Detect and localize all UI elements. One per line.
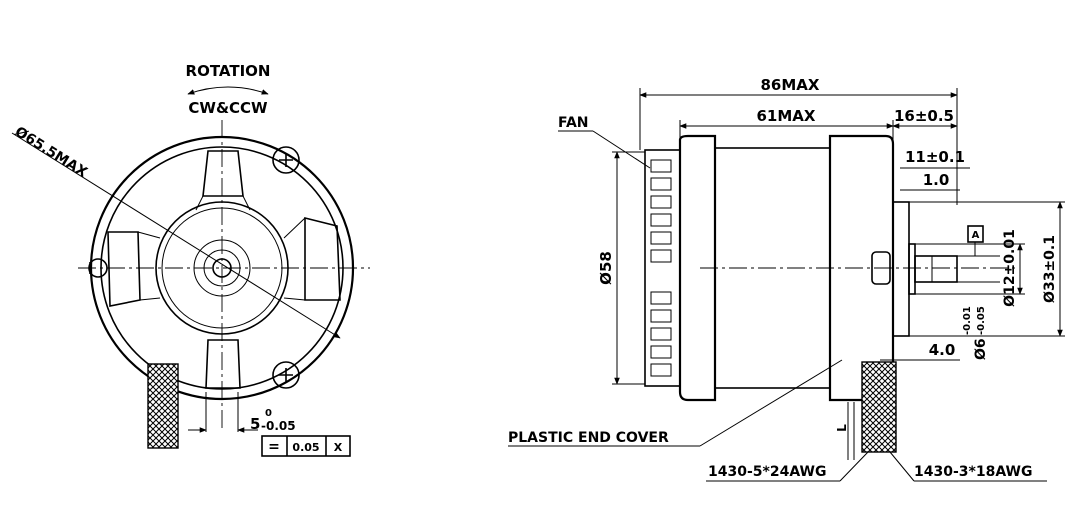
front-view: ROTATION CW&CCW xyxy=(11,62,370,457)
tolerance-symbol: = xyxy=(268,439,280,455)
shaft-tol-lower: -0.05 xyxy=(976,306,987,335)
fan-leader xyxy=(592,130,651,169)
shaft-diameter-label: Ø6 xyxy=(973,338,989,360)
keyway-tol-upper: 0 xyxy=(265,408,272,419)
inner-housing-circle xyxy=(100,146,344,390)
spoke xyxy=(242,195,251,211)
side-tab xyxy=(871,251,891,285)
datum-label: A xyxy=(972,230,980,241)
keyway-tol-lower: -0.05 xyxy=(261,419,296,433)
spoke xyxy=(137,231,161,239)
body-length-label: 61MAX xyxy=(757,107,816,125)
body-diameter-label: Ø58 xyxy=(597,251,615,285)
rotation-label: ROTATION xyxy=(186,62,271,80)
shaft-length-label: 11±0.1 xyxy=(905,148,965,166)
spoke xyxy=(283,217,306,239)
tolerance-value: 0.05 xyxy=(292,441,319,454)
wire-label-2: 1430-3*18AWG xyxy=(914,464,1032,480)
pilot-diameter-label: Ø33±0.1 xyxy=(1042,235,1058,303)
side-wire-bundle xyxy=(861,361,897,453)
hub-ring-inner xyxy=(161,207,283,329)
front-diameter-label: Ø65.5MAX xyxy=(12,124,90,181)
rotation-arrow-icon xyxy=(187,86,269,95)
mounting-tab xyxy=(88,258,108,278)
pilot-flange xyxy=(892,201,910,337)
hub-ring-outer xyxy=(155,201,289,335)
flat-offset-label: 1.0 xyxy=(923,171,950,189)
outer-housing-circle xyxy=(89,135,355,401)
hub-diameter-label: Ø12±0.01 xyxy=(1002,229,1018,307)
screw-icon xyxy=(272,146,300,174)
wire-label-1-leader xyxy=(839,451,869,482)
shaft-boss-outer xyxy=(193,239,251,297)
tolerance-frame: = 0.05 X xyxy=(261,435,351,457)
plastic-end-cover xyxy=(678,134,717,402)
side-view: 86MAX 61MAX 16±0.5 11±0.1 1.0 FAN xyxy=(508,76,1065,482)
end-cover-label: PLASTIC END COVER xyxy=(508,430,669,446)
tolerance-datum: X xyxy=(334,441,343,454)
fan-body xyxy=(644,149,681,387)
shaft-section-label: 16±0.5 xyxy=(894,107,954,125)
spoke xyxy=(195,195,204,211)
keyway-dim-main: 5 xyxy=(250,415,260,433)
wire-label-2-leader xyxy=(889,451,915,482)
window-bottom xyxy=(205,339,241,389)
screw-icon xyxy=(272,361,300,389)
lead-length-label: L xyxy=(835,424,849,432)
fan-fins xyxy=(650,159,672,377)
shaft-tol-upper: -0.01 xyxy=(962,306,973,335)
fan-label: FAN xyxy=(558,115,589,131)
window-right xyxy=(304,216,341,301)
shaft-end xyxy=(212,258,232,278)
window-left xyxy=(107,231,141,307)
wire-label-1: 1430-5*24AWG xyxy=(708,464,826,480)
spoke xyxy=(283,297,306,301)
shaft-boss-inner xyxy=(203,249,241,287)
overall-length-label: 86MAX xyxy=(761,76,820,94)
hub xyxy=(908,243,916,295)
front-wire-bundle xyxy=(147,363,179,449)
window-top xyxy=(202,150,244,197)
spoke xyxy=(139,297,161,301)
direction-label: CW&CCW xyxy=(188,99,268,117)
diameter-leader xyxy=(11,132,341,339)
end-cover-leader xyxy=(699,359,843,447)
output-shaft xyxy=(914,255,958,283)
flange-thickness-label: 4.0 xyxy=(929,341,956,359)
